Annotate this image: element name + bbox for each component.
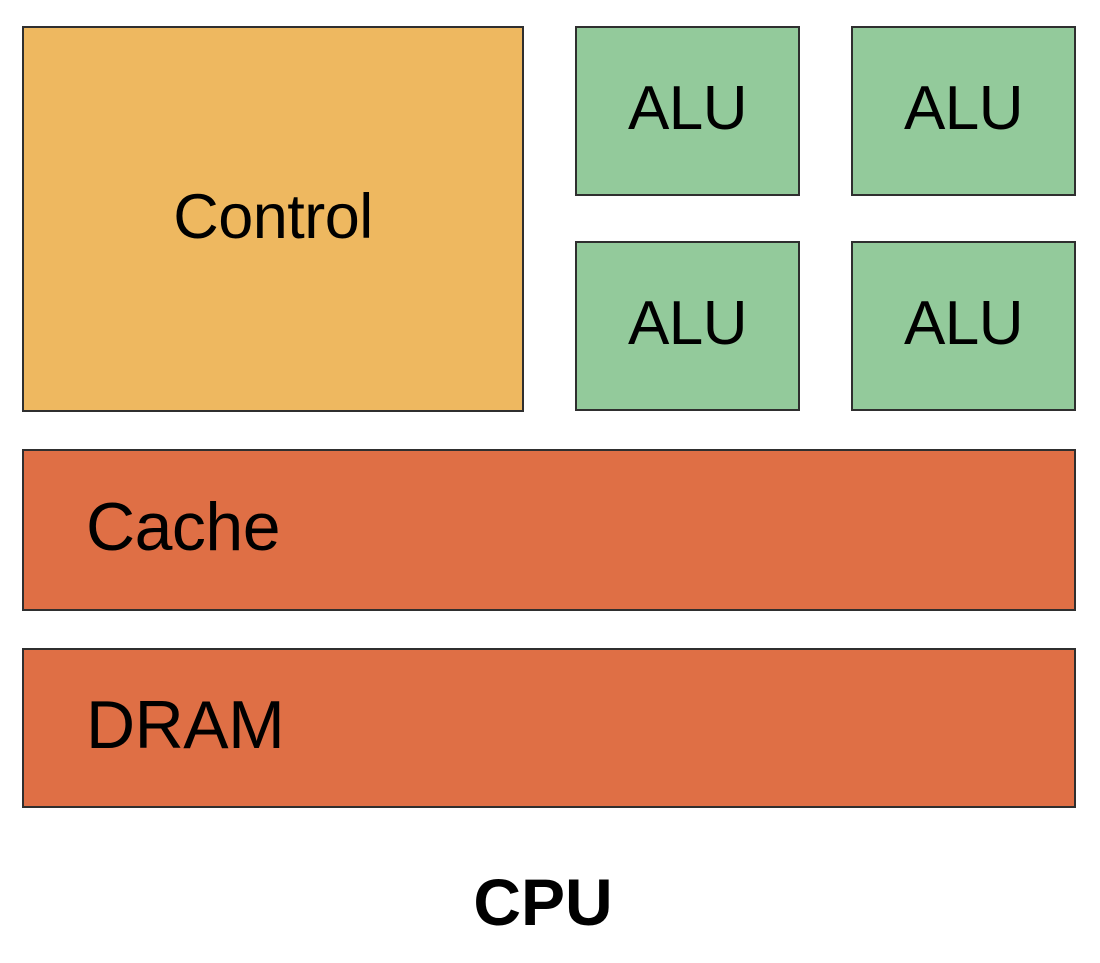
- cache-block: Cache: [22, 449, 1076, 611]
- control-unit-block: Control: [22, 26, 524, 412]
- alu-label-4: ALU: [903, 289, 1024, 358]
- dram-label: DRAM: [86, 687, 285, 763]
- alu-label-2: ALU: [903, 74, 1024, 143]
- alu-block-2: ALU: [851, 26, 1076, 196]
- alu-block-4: ALU: [851, 241, 1076, 411]
- alu-label-1: ALU: [627, 74, 748, 143]
- alu-label-3: ALU: [627, 289, 748, 358]
- dram-block: DRAM: [22, 648, 1076, 808]
- cache-label: Cache: [86, 489, 281, 565]
- control-unit-label: Control: [173, 181, 373, 252]
- alu-block-3: ALU: [575, 241, 800, 411]
- diagram-caption: CPU: [473, 865, 613, 939]
- alu-block-1: ALU: [575, 26, 800, 196]
